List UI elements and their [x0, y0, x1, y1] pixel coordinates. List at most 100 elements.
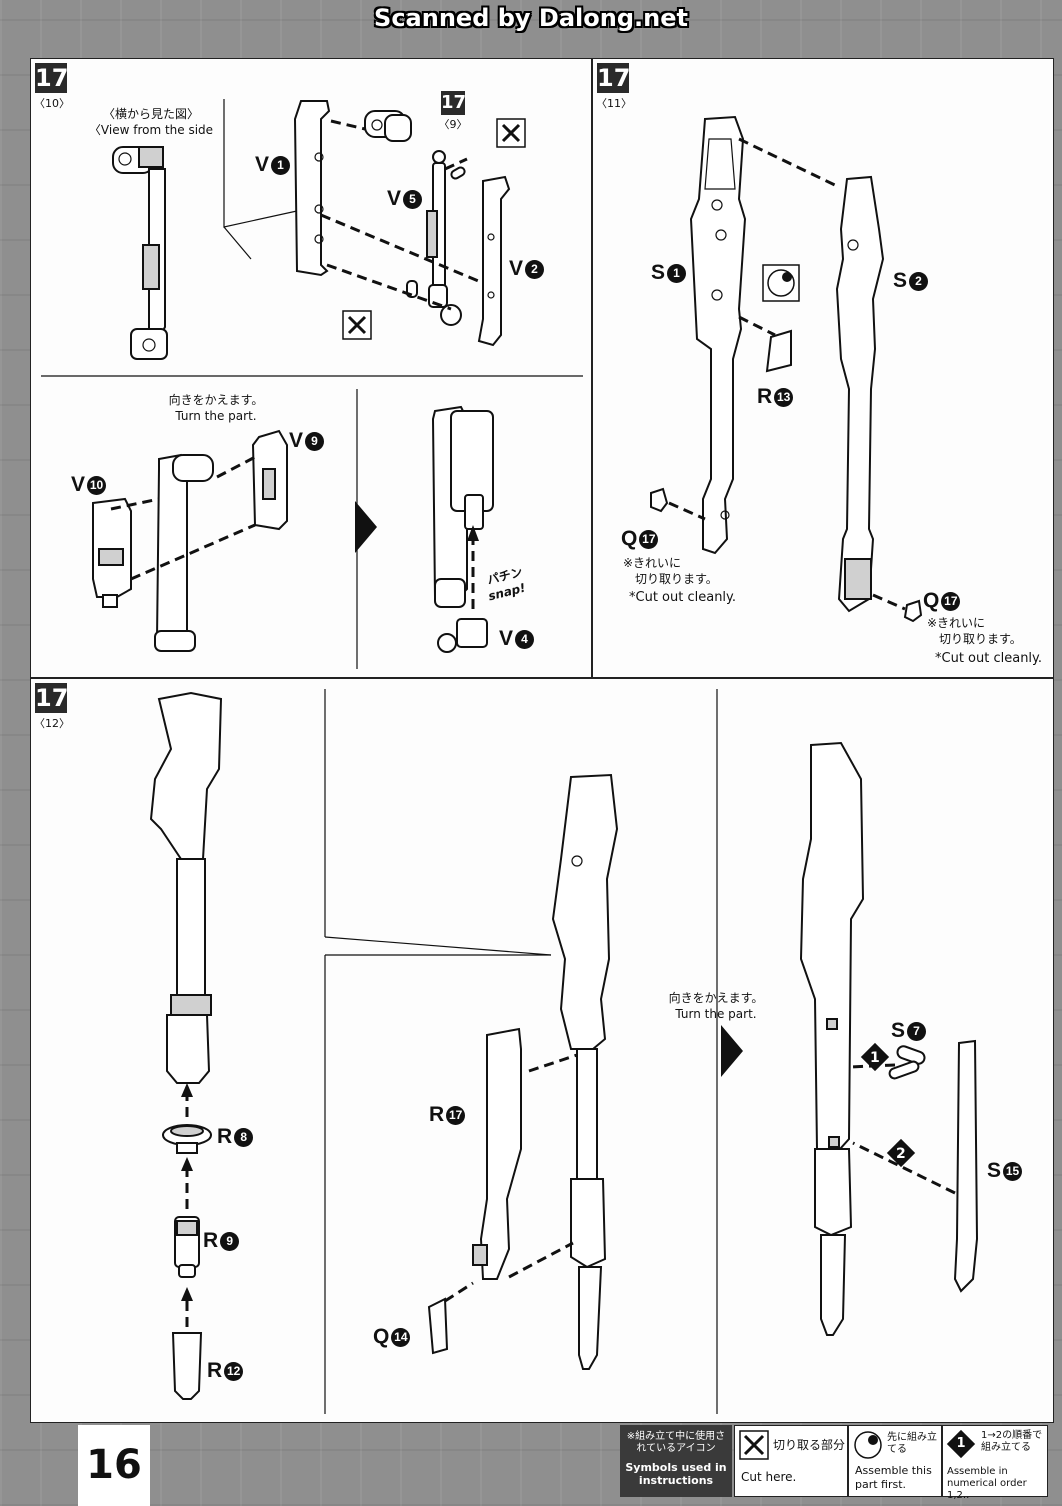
label-letter: V [499, 627, 514, 650]
part-v9 [251, 429, 288, 531]
label-letter: V [289, 429, 304, 452]
legend-order-jp: 1→2の順番で組み立てる [981, 1430, 1043, 1453]
legend-title-jp: ※組み立て中に使用されているアイコン [626, 1431, 726, 1454]
part-frame-long [154, 453, 214, 652]
label-letter: S [891, 1019, 906, 1042]
part-q14 [427, 1297, 449, 1355]
part-v2 [477, 175, 511, 347]
part-r9 [174, 1216, 200, 1278]
label-letter: R [757, 385, 773, 408]
substep-number: 〈12〉 [34, 717, 70, 730]
turn-note-jp: 向きをかえます。 [168, 393, 264, 407]
cut-note-en: *Cut out cleanly. [629, 590, 737, 605]
label-number: 17 [639, 530, 659, 549]
legend-first: 先に組み立てる Assemble this part first. [848, 1425, 942, 1497]
label-number: 10 [87, 476, 107, 495]
part-r17 [472, 1027, 522, 1280]
cut-note-jp-1: ※きれいに [623, 556, 682, 570]
nipper-icon [739, 1430, 769, 1460]
side-view-jp: 〈横から見た図〉 [102, 107, 199, 121]
turn-note-jp: 向きをかえます。 [668, 991, 764, 1005]
label-letter: R [429, 1103, 445, 1126]
nipper-icon [496, 118, 526, 148]
page-number: 16 [78, 1425, 150, 1506]
part-v1 [293, 100, 331, 277]
legend-title-en: Symbols used in instructions [625, 1461, 727, 1487]
label-letter: V [509, 257, 524, 280]
side-view-part [112, 146, 168, 360]
part-r13 [765, 329, 792, 373]
order-2: 2 [896, 1146, 906, 1162]
substep-number: 〈10〉 [34, 97, 70, 110]
part-s7 [888, 1045, 926, 1080]
side-view-en: 〈View from the side [88, 123, 214, 137]
label-number: 2 [909, 272, 929, 291]
nipper-icon [342, 310, 372, 340]
turn-note-en: Turn the part. [675, 1007, 757, 1021]
step-number: 17 [35, 683, 69, 713]
cut-note-en-right: *Cut out cleanly. [935, 651, 1043, 666]
part-r12 [171, 1332, 203, 1400]
label-letter: V [71, 473, 86, 496]
part-q17-left [650, 487, 669, 513]
order-number-icon [860, 1042, 916, 1168]
part-v5 [406, 150, 466, 326]
part-q17-right [903, 599, 923, 623]
legend-cut-en: Cut here. [741, 1470, 797, 1484]
label-letter: V [255, 153, 270, 176]
cut-note-jp-1-right: ※きれいに [927, 616, 986, 630]
label-number: 4 [515, 630, 535, 649]
label-number: 1 [271, 156, 291, 175]
label-number: 17 [446, 1106, 466, 1125]
scanner-credit: Scanned by Dalong.net [374, 4, 688, 32]
panel10-drawing [41, 99, 583, 669]
panel-step-17-10: 17 〈10〉 〈横から見た図〉 〈View from the side 17 … [30, 58, 592, 678]
label-letter: Q [373, 1325, 390, 1348]
label-letter: V [387, 187, 402, 210]
label-letter: Q [923, 589, 940, 612]
turn-note-en: Turn the part. [175, 409, 257, 423]
assemble-first-icon [762, 264, 800, 302]
label-letter: S [651, 261, 666, 284]
label-number: 1 [667, 264, 687, 283]
middle-barrel [551, 773, 619, 1370]
part-clip [364, 110, 412, 142]
label-letter: R [207, 1359, 223, 1382]
barrel-top [149, 691, 223, 1084]
label-number: 13 [774, 388, 794, 407]
part-r8 [162, 1124, 212, 1154]
label-number: 2 [525, 260, 545, 279]
right-barrel [799, 741, 865, 1336]
part-v10 [92, 497, 132, 608]
label-number: 14 [391, 1328, 411, 1347]
panel11-drawing [650, 115, 923, 623]
label-number: 8 [234, 1128, 254, 1147]
legend-cut: 切り取る部分 Cut here. [734, 1425, 848, 1497]
step-number: 17 [597, 63, 631, 93]
order-1: 1 [870, 1050, 880, 1066]
part-s15 [953, 1039, 979, 1293]
assembled-v-unit [431, 405, 494, 653]
part-s2 [835, 175, 885, 613]
step-number: 17 [35, 63, 69, 93]
legend-cut-jp: 切り取る部分 [773, 1438, 846, 1452]
legend-first-jp: 先に組み立てる [887, 1432, 937, 1455]
panel12-drawing: 1 2 [149, 689, 979, 1414]
label-number: 17 [941, 592, 961, 611]
label-number: 9 [305, 432, 325, 451]
